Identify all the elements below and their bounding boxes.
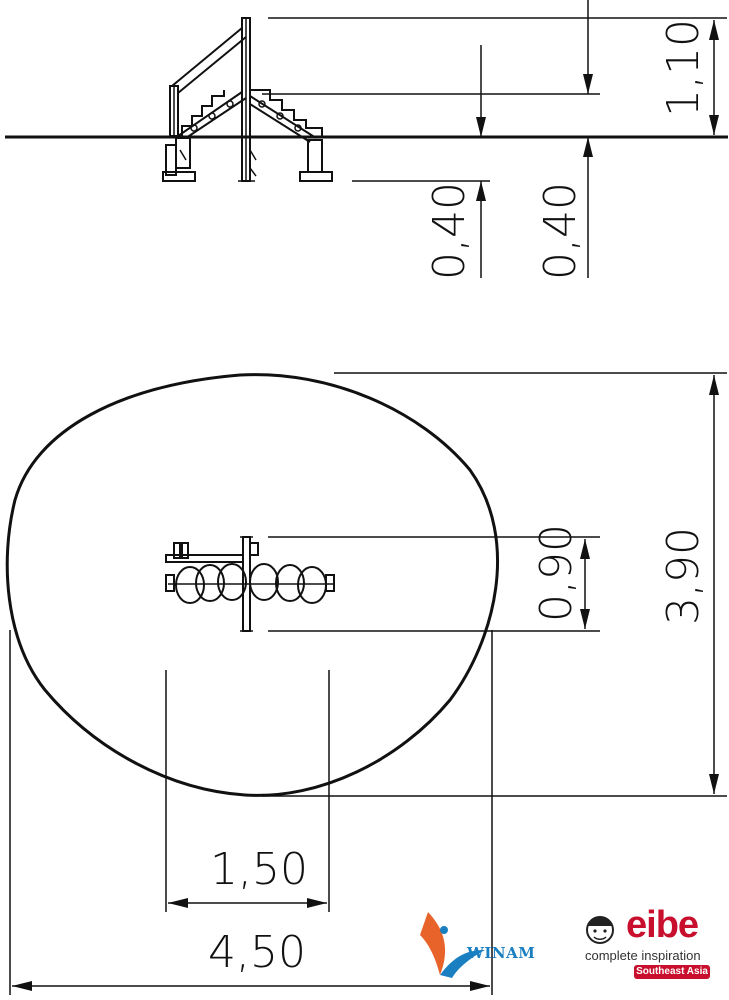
dim-width-inner: 1,50 <box>210 844 308 895</box>
eibe-logo-text: eibe <box>626 904 699 946</box>
dim-width-equipment: 0,90 <box>531 524 582 622</box>
eibe-face-icon <box>586 916 614 944</box>
side-elevation: 1,10 0,40 0,40 <box>5 0 728 280</box>
dim-depth-left: 0,40 <box>424 182 475 280</box>
eibe-region-badge: Southeast Asia <box>634 965 710 979</box>
winam-logo-icon <box>420 912 485 978</box>
equipment-top-view <box>165 536 335 632</box>
plan-view: 0,90 3,90 1,50 4,50 <box>5 372 727 995</box>
safety-area-outline <box>5 373 499 797</box>
eibe-tagline: complete inspiration <box>585 948 701 963</box>
dim-width-area: 4,50 <box>208 927 306 978</box>
dim-height-total: 1,10 <box>658 19 709 117</box>
dim-length-area: 3,90 <box>658 527 709 625</box>
winam-logo-text: WINAM <box>467 944 536 962</box>
equipment-side-view <box>162 17 333 182</box>
dim-depth-right: 0,40 <box>535 182 586 280</box>
